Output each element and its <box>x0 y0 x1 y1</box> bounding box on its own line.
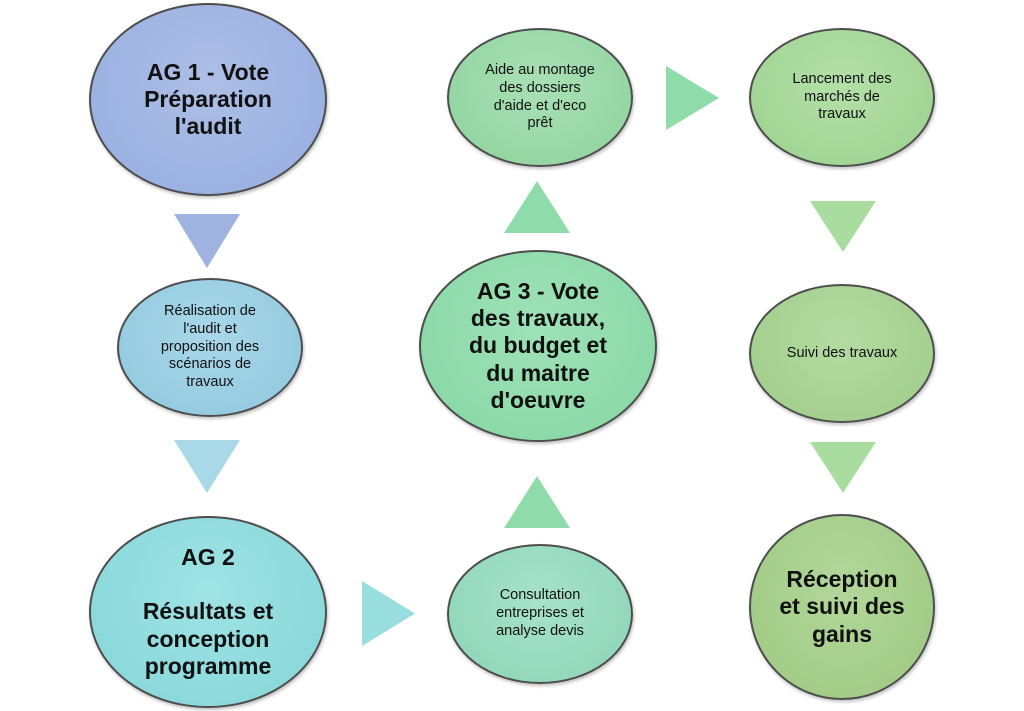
node-ag2-resultats-conception: AG 2 Résultats et conception programme <box>89 516 327 708</box>
arrow-down-realisation-to-ag2 <box>174 440 240 493</box>
node-aide-label: Aide au montage des dossiers d'aide et d… <box>485 62 595 132</box>
arrow-right-shape <box>666 66 719 130</box>
node-ag3-vote-travaux: AG 3 - Vote des travaux, du budget et du… <box>419 250 657 442</box>
arrow-right-aide-to-lancement <box>666 66 719 130</box>
arrow-down-shape <box>810 201 876 252</box>
node-reception-label: Réception et suivi des gains <box>779 566 905 647</box>
node-lancement-marches: Lancement des marchés de travaux <box>749 28 935 167</box>
node-ag1-label: AG 1 - Vote Préparation l'audit <box>144 58 272 140</box>
node-reception-suivi-gains: Réception et suivi des gains <box>749 514 935 700</box>
node-ag1-vote-preparation-audit: AG 1 - Vote Préparation l'audit <box>89 3 327 196</box>
node-suivi-label: Suivi des travaux <box>786 344 898 361</box>
node-consultation-entreprises: Consultation entreprises et analyse devi… <box>447 544 633 684</box>
arrow-down-shape <box>174 214 240 268</box>
node-aide-montage-dossiers: Aide au montage des dossiers d'aide et d… <box>447 28 633 167</box>
arrow-down-lancement-to-suivi <box>810 201 876 252</box>
arrow-up-ag3-to-aide <box>504 181 570 233</box>
node-consultation-label: Consultation entreprises et analyse devi… <box>496 587 584 639</box>
arrow-down-shape <box>810 442 876 493</box>
node-ag3-label: AG 3 - Vote des travaux, du budget et du… <box>469 278 607 413</box>
arrow-right-ag2-to-consultation <box>362 581 415 646</box>
node-ag2-label: AG 2 Résultats et conception programme <box>142 544 274 679</box>
node-realisation-audit: Réalisation de l'audit et proposition de… <box>117 278 303 417</box>
arrow-right-shape <box>362 581 415 646</box>
node-realisation-label: Réalisation de l'audit et proposition de… <box>160 303 260 391</box>
arrow-up-shape <box>504 181 570 233</box>
arrow-up-shape <box>504 476 570 528</box>
node-lancement-label: Lancement des marchés de travaux <box>792 70 892 123</box>
node-suivi-travaux: Suivi des travaux <box>749 284 935 423</box>
arrow-up-consultation-to-ag3 <box>504 476 570 528</box>
arrow-down-suivi-to-reception <box>810 442 876 493</box>
arrow-down-ag1-to-realisation <box>174 214 240 268</box>
arrow-down-shape <box>174 440 240 493</box>
